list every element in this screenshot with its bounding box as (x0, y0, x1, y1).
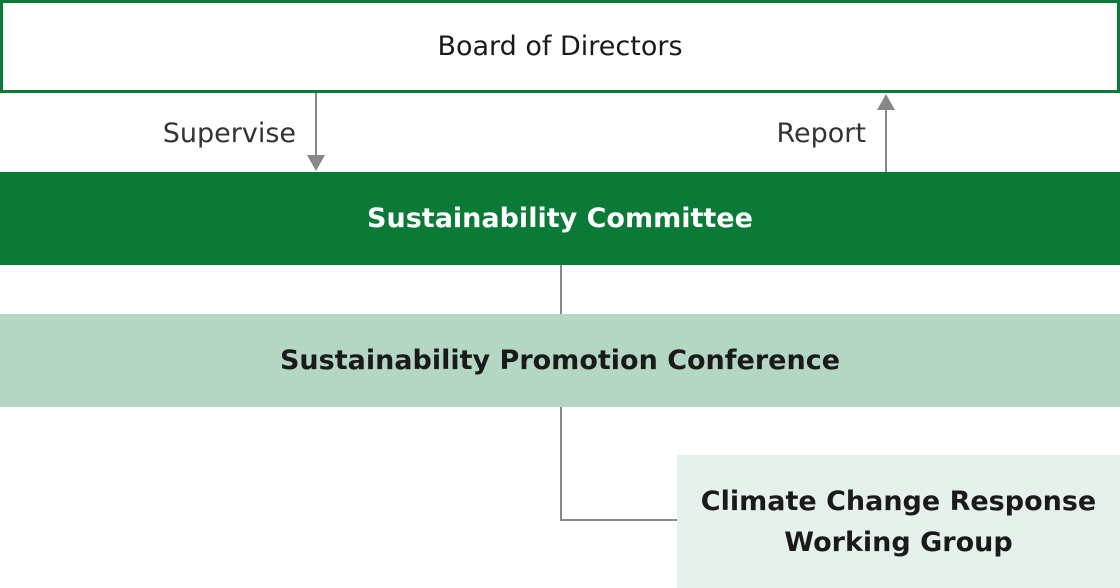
committee-label: Sustainability Committee (367, 203, 753, 234)
working-group-box: Climate Change Response Working Group (677, 455, 1120, 588)
sustainability-committee-box: Sustainability Committee (0, 172, 1120, 265)
promotion-conference-box: Sustainability Promotion Conference (0, 314, 1120, 407)
promotion-label: Sustainability Promotion Conference (279, 345, 841, 376)
supervise-label: Supervise (162, 118, 296, 149)
report-label: Report (776, 118, 866, 149)
board-of-directors-box: Board of Directors (0, 0, 1120, 93)
working-group-label-line2: Working Group (784, 526, 1013, 558)
board-label: Board of Directors (437, 31, 683, 62)
supervise-arrow-head (307, 155, 325, 171)
working-group-label-line1: Climate Change Response (700, 485, 1097, 517)
report-arrow-head (877, 94, 895, 110)
promotion-working-group-connector (560, 407, 677, 521)
